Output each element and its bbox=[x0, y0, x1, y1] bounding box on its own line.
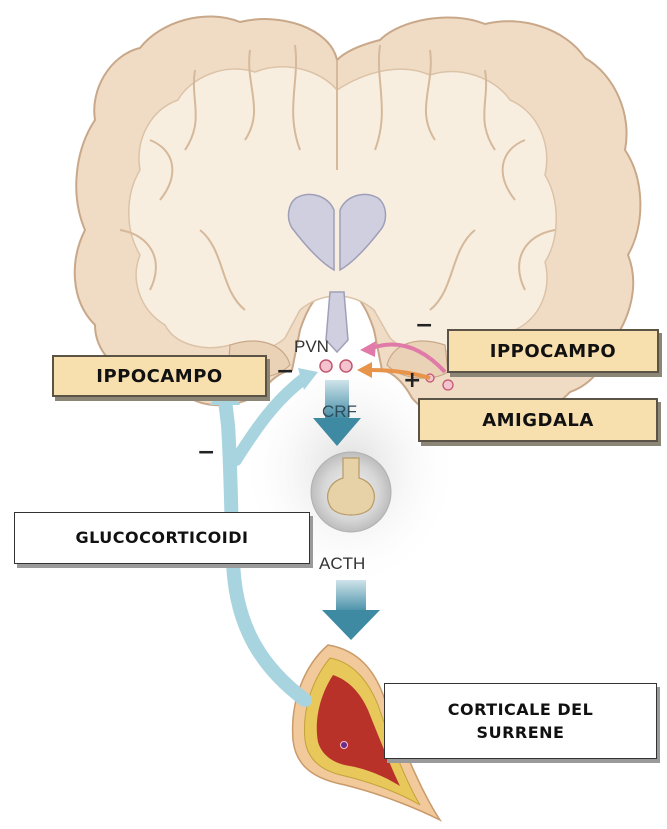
third-ventricle bbox=[326, 292, 348, 352]
corticale-label-line1: CORTICALE DEL bbox=[448, 698, 594, 721]
ippocampo-left-box: IPPOCAMPO bbox=[52, 355, 267, 397]
amigdala-box: AMIGDALA bbox=[418, 398, 658, 442]
glucocorticoidi-box: GLUCOCORTICOIDI bbox=[14, 512, 310, 564]
amygdala-plus-sign: + bbox=[403, 368, 421, 393]
ippocampo-left-label: IPPOCAMPO bbox=[96, 366, 222, 387]
acth-label: ACTH bbox=[319, 554, 365, 574]
pvn-nucleus-left bbox=[320, 360, 332, 372]
pituitary-gland bbox=[311, 452, 391, 532]
glucocorticoidi-label: GLUCOCORTICOIDI bbox=[76, 526, 249, 549]
ippocampo-right-box: IPPOCAMPO bbox=[447, 329, 659, 373]
corticale-surrene-box: CORTICALE DEL SURRENE bbox=[384, 683, 657, 759]
hippocampus-left-minus-sign: − bbox=[276, 359, 294, 384]
ippocampo-right-label: IPPOCAMPO bbox=[490, 341, 616, 362]
crf-label: CRF bbox=[322, 402, 357, 422]
acth-arrow bbox=[322, 580, 380, 640]
glucocorticoid-minus-sign: − bbox=[197, 440, 215, 465]
corticale-label-line2: SURRENE bbox=[477, 721, 565, 744]
amigdala-label: AMIGDALA bbox=[482, 410, 594, 431]
hippocampus-right-minus-sign: − bbox=[415, 313, 433, 338]
pvn-label: PVN bbox=[294, 337, 329, 357]
pvn-nucleus-right bbox=[340, 360, 352, 372]
hippocampus-dot-right bbox=[443, 380, 453, 390]
